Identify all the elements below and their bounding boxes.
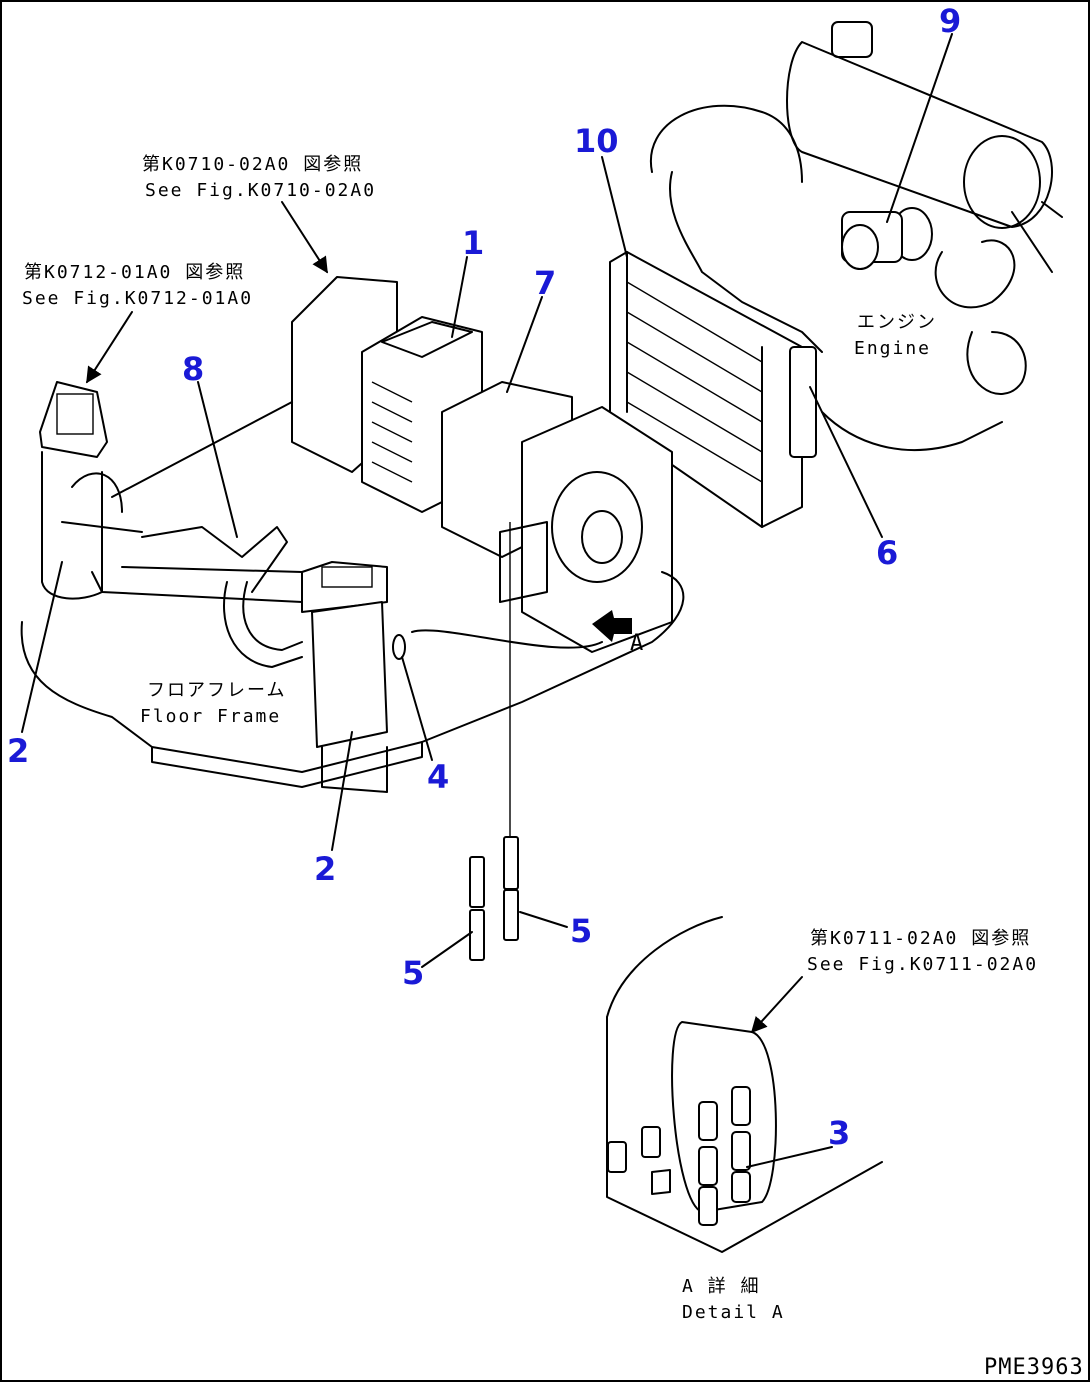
floor-frame-label-jp: フロアフレーム: [147, 680, 286, 701]
ref-top-center-jp: 第K0710-02A0 図参照: [142, 154, 363, 175]
part-8-duct: [61, 472, 303, 668]
drawing-code: PME3963: [984, 1355, 1084, 1380]
engine-label-en: Engine: [854, 338, 931, 359]
detail-label-jp: A 詳 細: [682, 1276, 761, 1297]
view-arrow-label: A: [630, 631, 644, 656]
part-number-9: 9: [939, 2, 961, 40]
view-arrow-icon: [592, 610, 632, 642]
hvac-unit: [291, 276, 673, 653]
part-number-3: 3: [828, 1114, 850, 1152]
floor-frame-label-en: Floor Frame: [140, 706, 281, 727]
part-number-4: 4: [427, 758, 449, 796]
part-number-5-right: 5: [570, 912, 592, 950]
part-number-8: 8: [182, 350, 204, 388]
part-number-7: 7: [534, 264, 556, 302]
part-2-vent-center: [301, 561, 388, 793]
part-number-2-center: 2: [314, 850, 336, 888]
relay-cluster: [607, 1086, 751, 1226]
part-2-vent-left: [39, 381, 303, 603]
part-number-5-left: 5: [402, 954, 424, 992]
part-6-sensor: [789, 346, 817, 458]
part-number-2-left: 2: [7, 732, 29, 770]
ref-bottom-right-en: See Fig.K0711-02A0: [807, 954, 1038, 975]
part-number-10: 10: [574, 122, 619, 160]
detail-a-view: [606, 916, 883, 1253]
engine-label-jp: エンジン: [857, 312, 937, 333]
detail-label-en: Detail A: [682, 1302, 785, 1323]
engine-outline: [649, 21, 1063, 451]
part-4-clip: [392, 634, 406, 660]
floor-frame: [20, 401, 685, 788]
ref-top-center-en: See Fig.K0710-02A0: [145, 180, 376, 201]
ref-top-left-jp: 第K0712-01A0 図参照: [24, 262, 245, 283]
leader-lines: [21, 33, 953, 1168]
part-5-pipes: [469, 836, 519, 961]
part-number-6: 6: [876, 534, 898, 572]
part-9-sensor: [841, 207, 933, 270]
ref-top-left-en: See Fig.K0712-01A0: [22, 288, 253, 309]
ref-bottom-right-jp: 第K0711-02A0 図参照: [810, 928, 1031, 949]
part-10-radiator: [609, 251, 817, 528]
part-number-1: 1: [462, 224, 484, 262]
